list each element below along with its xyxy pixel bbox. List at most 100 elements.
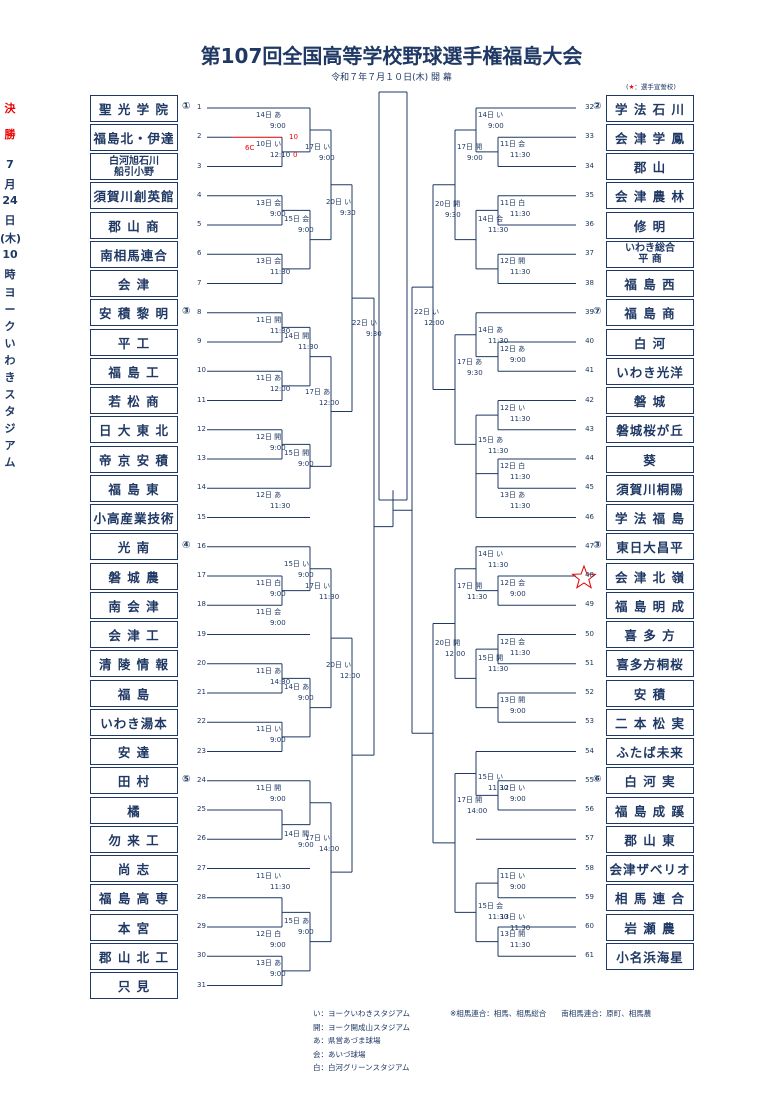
match-day-tag: 14日 開: [284, 829, 310, 838]
match-day-tag: 10日 い: [256, 140, 282, 149]
team-41: いわき光洋: [606, 357, 694, 385]
match-time-tag: 11:30: [510, 923, 531, 932]
team-number: 29: [197, 922, 206, 930]
result-note: 6C: [245, 144, 255, 153]
team-name: 岩 瀬 農: [624, 920, 676, 936]
team-42: 磐 城: [606, 387, 694, 414]
team-56: 福 島 成 蹊: [606, 796, 694, 824]
team-number: 6: [197, 249, 202, 258]
team-43: 磐城桜が丘: [606, 416, 694, 444]
team-number: 47: [585, 541, 594, 550]
match-day-tag: 22日 い: [352, 319, 378, 328]
team-name: 磐城桜が丘: [616, 423, 684, 439]
team-name: 本 宮: [117, 920, 151, 936]
match-time-tag: 9:00: [270, 970, 286, 979]
match-time-tag: 11:30: [510, 648, 531, 657]
team-name: 光 南: [117, 540, 151, 556]
match-day-tag: 13日 開: [500, 930, 526, 938]
match-time-tag: 9:00: [270, 941, 286, 949]
match-day-tag: 15日 会: [478, 902, 504, 911]
team-3: 白河旭石川船引小野: [90, 153, 178, 180]
match-time-tag: 12:00: [445, 649, 466, 658]
seed-mark: ③: [182, 305, 191, 317]
match-time-tag: 11:30: [510, 268, 531, 277]
match-time-tag: 12:10: [270, 151, 291, 160]
match-time-tag: 9:00: [488, 122, 504, 130]
team-number: 38: [585, 278, 594, 287]
team-15: 小高産業技術: [90, 504, 178, 531]
final-info-char: ム: [4, 456, 16, 469]
team-name: 福 島 東: [108, 481, 160, 497]
match-time-tag: 9:00: [510, 707, 526, 715]
final-info-char: 日: [4, 214, 16, 227]
team-number: 46: [585, 512, 594, 521]
final-info-char: ス: [4, 388, 16, 401]
team-name-line: 平 商: [638, 254, 662, 266]
team-44: 葵: [606, 445, 694, 473]
match-time-tag: 11:30: [270, 882, 291, 891]
team-name: 会 津 北 嶺: [614, 569, 686, 585]
team-31: 只 見: [90, 972, 178, 999]
team-name: 平 工: [117, 335, 151, 351]
team-name-line: 船引小野: [114, 166, 154, 178]
final-info-char: ア: [4, 439, 16, 452]
team-33: 会 津 学 鳳: [606, 123, 694, 151]
team-number: 11: [197, 395, 206, 404]
match-time-tag: 9:00: [270, 619, 286, 628]
team-number: 8: [197, 307, 202, 316]
team-number: 42: [585, 395, 594, 404]
match-day-tag: 17日 い: [305, 833, 331, 842]
seed-mark: ②: [593, 101, 602, 112]
team-58: 会津ザベリオ: [606, 855, 694, 882]
team-name: 福 島 高 専: [98, 891, 170, 907]
team-13: 帝 京 安 積: [90, 445, 178, 473]
team-number: 22: [197, 717, 206, 726]
match-time-tag: 11:30: [270, 268, 291, 277]
match-time-tag: 11:30: [467, 592, 488, 601]
team-50: 喜 多 方: [606, 621, 694, 648]
team-37: いわき総合平 商: [606, 240, 694, 268]
team-51: 喜多方桐桜: [606, 650, 694, 678]
team-48: 会 津 北 嶺: [606, 562, 694, 590]
team-name: 学 法 石 川: [614, 101, 686, 117]
team-57: 郡 山 東: [606, 825, 694, 853]
match-time-tag: 14:00: [467, 807, 488, 816]
team-17: 磐 城 農: [90, 562, 178, 590]
team-10: 福 島 工: [90, 357, 178, 385]
team-name: 福 島 西: [624, 277, 676, 292]
team-number: 57: [585, 834, 594, 843]
team-name: 白 河 実: [624, 774, 676, 790]
match-time-tag: 9:00: [467, 153, 483, 162]
team-16: 光 南: [90, 533, 178, 561]
team-number: 3: [197, 161, 202, 170]
final-info-char: ジ: [4, 422, 16, 435]
match-day-tag: 14日 あ: [256, 111, 282, 119]
match-day-tag: 14日 会: [478, 215, 504, 224]
match-time-tag: 9:00: [510, 590, 526, 598]
team-number: 39: [585, 307, 594, 316]
team-name: 修 明: [633, 218, 667, 234]
match-day-tag: 20日 開: [435, 638, 461, 647]
star-icon: [571, 564, 597, 589]
match-time-tag: 14:30: [270, 677, 291, 686]
team-name: 喜 多 方: [624, 628, 676, 643]
match-time-tag: 11:30: [270, 326, 291, 335]
team-22: いわき湯本: [90, 708, 178, 736]
team-number: 23: [197, 746, 206, 755]
match-time-tag: 11:30: [510, 414, 531, 423]
team-name: 安 積 黎 明: [98, 306, 170, 322]
score-top: 10: [289, 133, 298, 142]
match-time-tag: 9:00: [298, 570, 314, 579]
team-34: 郡 山: [606, 153, 694, 180]
team-name: 磐 城: [633, 394, 667, 409]
team-name: 勿 来 工: [108, 832, 160, 848]
team-name: 帝 京 安 積: [98, 452, 170, 468]
match-day-tag: 12日 白: [500, 462, 526, 470]
match-day-tag: 13日 会: [256, 257, 282, 266]
match-day-tag: 15日 開: [478, 654, 504, 663]
match-day-tag: 20日 開: [435, 199, 461, 208]
team-name: 相 馬 連 合: [614, 891, 686, 907]
match-day-tag: 17日 開: [457, 581, 483, 590]
team-number: 52: [585, 688, 594, 696]
